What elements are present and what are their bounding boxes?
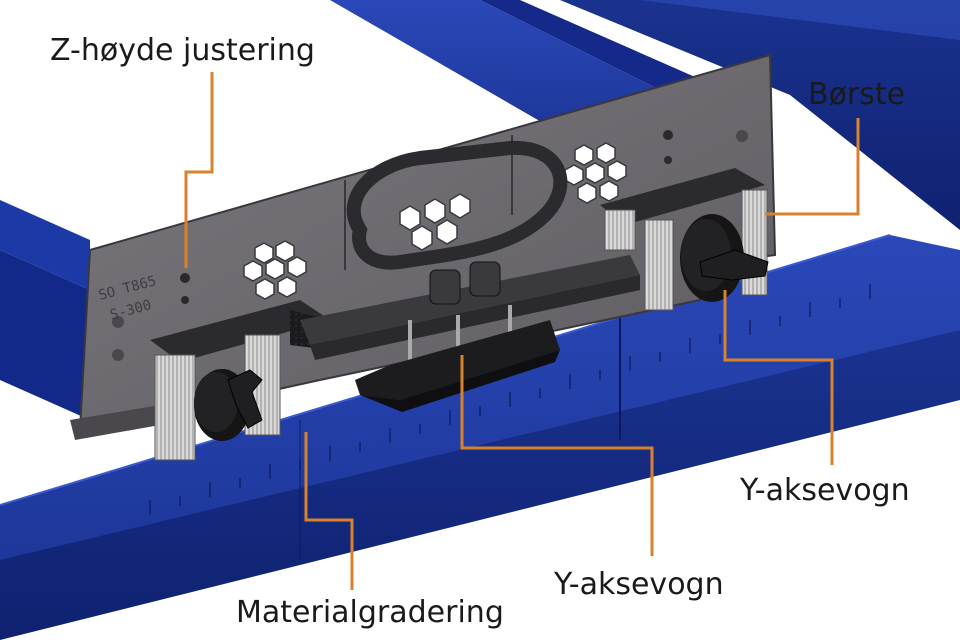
material-scale-ruler bbox=[149, 284, 871, 515]
leader-material-scale bbox=[304, 432, 354, 590]
label-y-carriage-center: Y-aksevogn bbox=[554, 567, 724, 602]
leader-lines bbox=[184, 72, 860, 590]
leader-z-height bbox=[184, 72, 214, 268]
center-carriage bbox=[300, 255, 640, 412]
label-y-carriage-right: Y-aksevogn bbox=[740, 473, 910, 508]
leader-y-carriage-right bbox=[723, 290, 834, 465]
leader-y-carriage-center bbox=[460, 355, 654, 556]
leader-brush bbox=[765, 118, 860, 216]
right-knob bbox=[680, 214, 769, 302]
hexagon-cutouts bbox=[243, 142, 627, 300]
left-knob bbox=[194, 369, 263, 441]
oval-handle bbox=[346, 140, 568, 270]
label-z-height: Z-høyde justering bbox=[50, 33, 315, 68]
label-material-scale: Materialgradering bbox=[236, 595, 504, 630]
label-brush: Børste bbox=[808, 77, 906, 112]
